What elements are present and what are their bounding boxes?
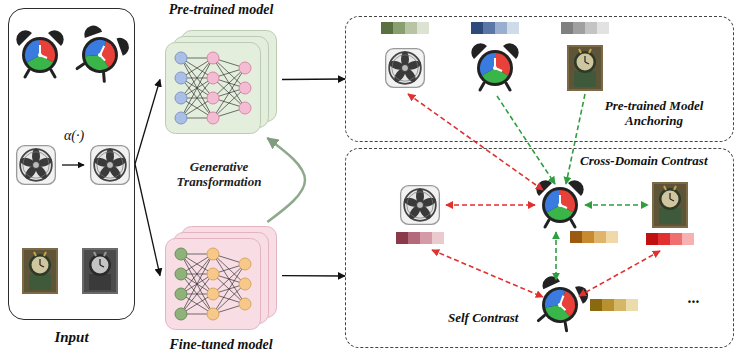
node-text: Pre-trained Model Anchoring <box>598 99 710 129</box>
model-block: Fine-tuned model <box>160 222 282 356</box>
node-text: Cross-Domain Contrast <box>578 154 710 169</box>
node-text: Self Contrast <box>446 311 520 326</box>
node-text: Input <box>52 329 90 346</box>
model-block: Pre-trained model <box>160 2 282 138</box>
connector-arrow <box>135 164 160 276</box>
input-panel: Input <box>8 8 135 320</box>
connector-arrow <box>135 80 160 164</box>
connector-arrow <box>282 78 345 80</box>
node-text: Pre-trained model <box>167 2 276 18</box>
node-text: Fine-tuned model <box>167 337 274 353</box>
connector-arrow <box>267 138 305 222</box>
edge-label: Generative Transformation <box>166 160 272 190</box>
node-text: ... <box>686 289 702 307</box>
feature-panel: Cross-Domain ContrastSelf Contrast... <box>345 148 734 348</box>
connector-arrow <box>282 275 345 277</box>
annotation-label: α(·) <box>59 128 89 144</box>
feature-panel: Pre-trained Model Anchoring <box>345 16 734 142</box>
